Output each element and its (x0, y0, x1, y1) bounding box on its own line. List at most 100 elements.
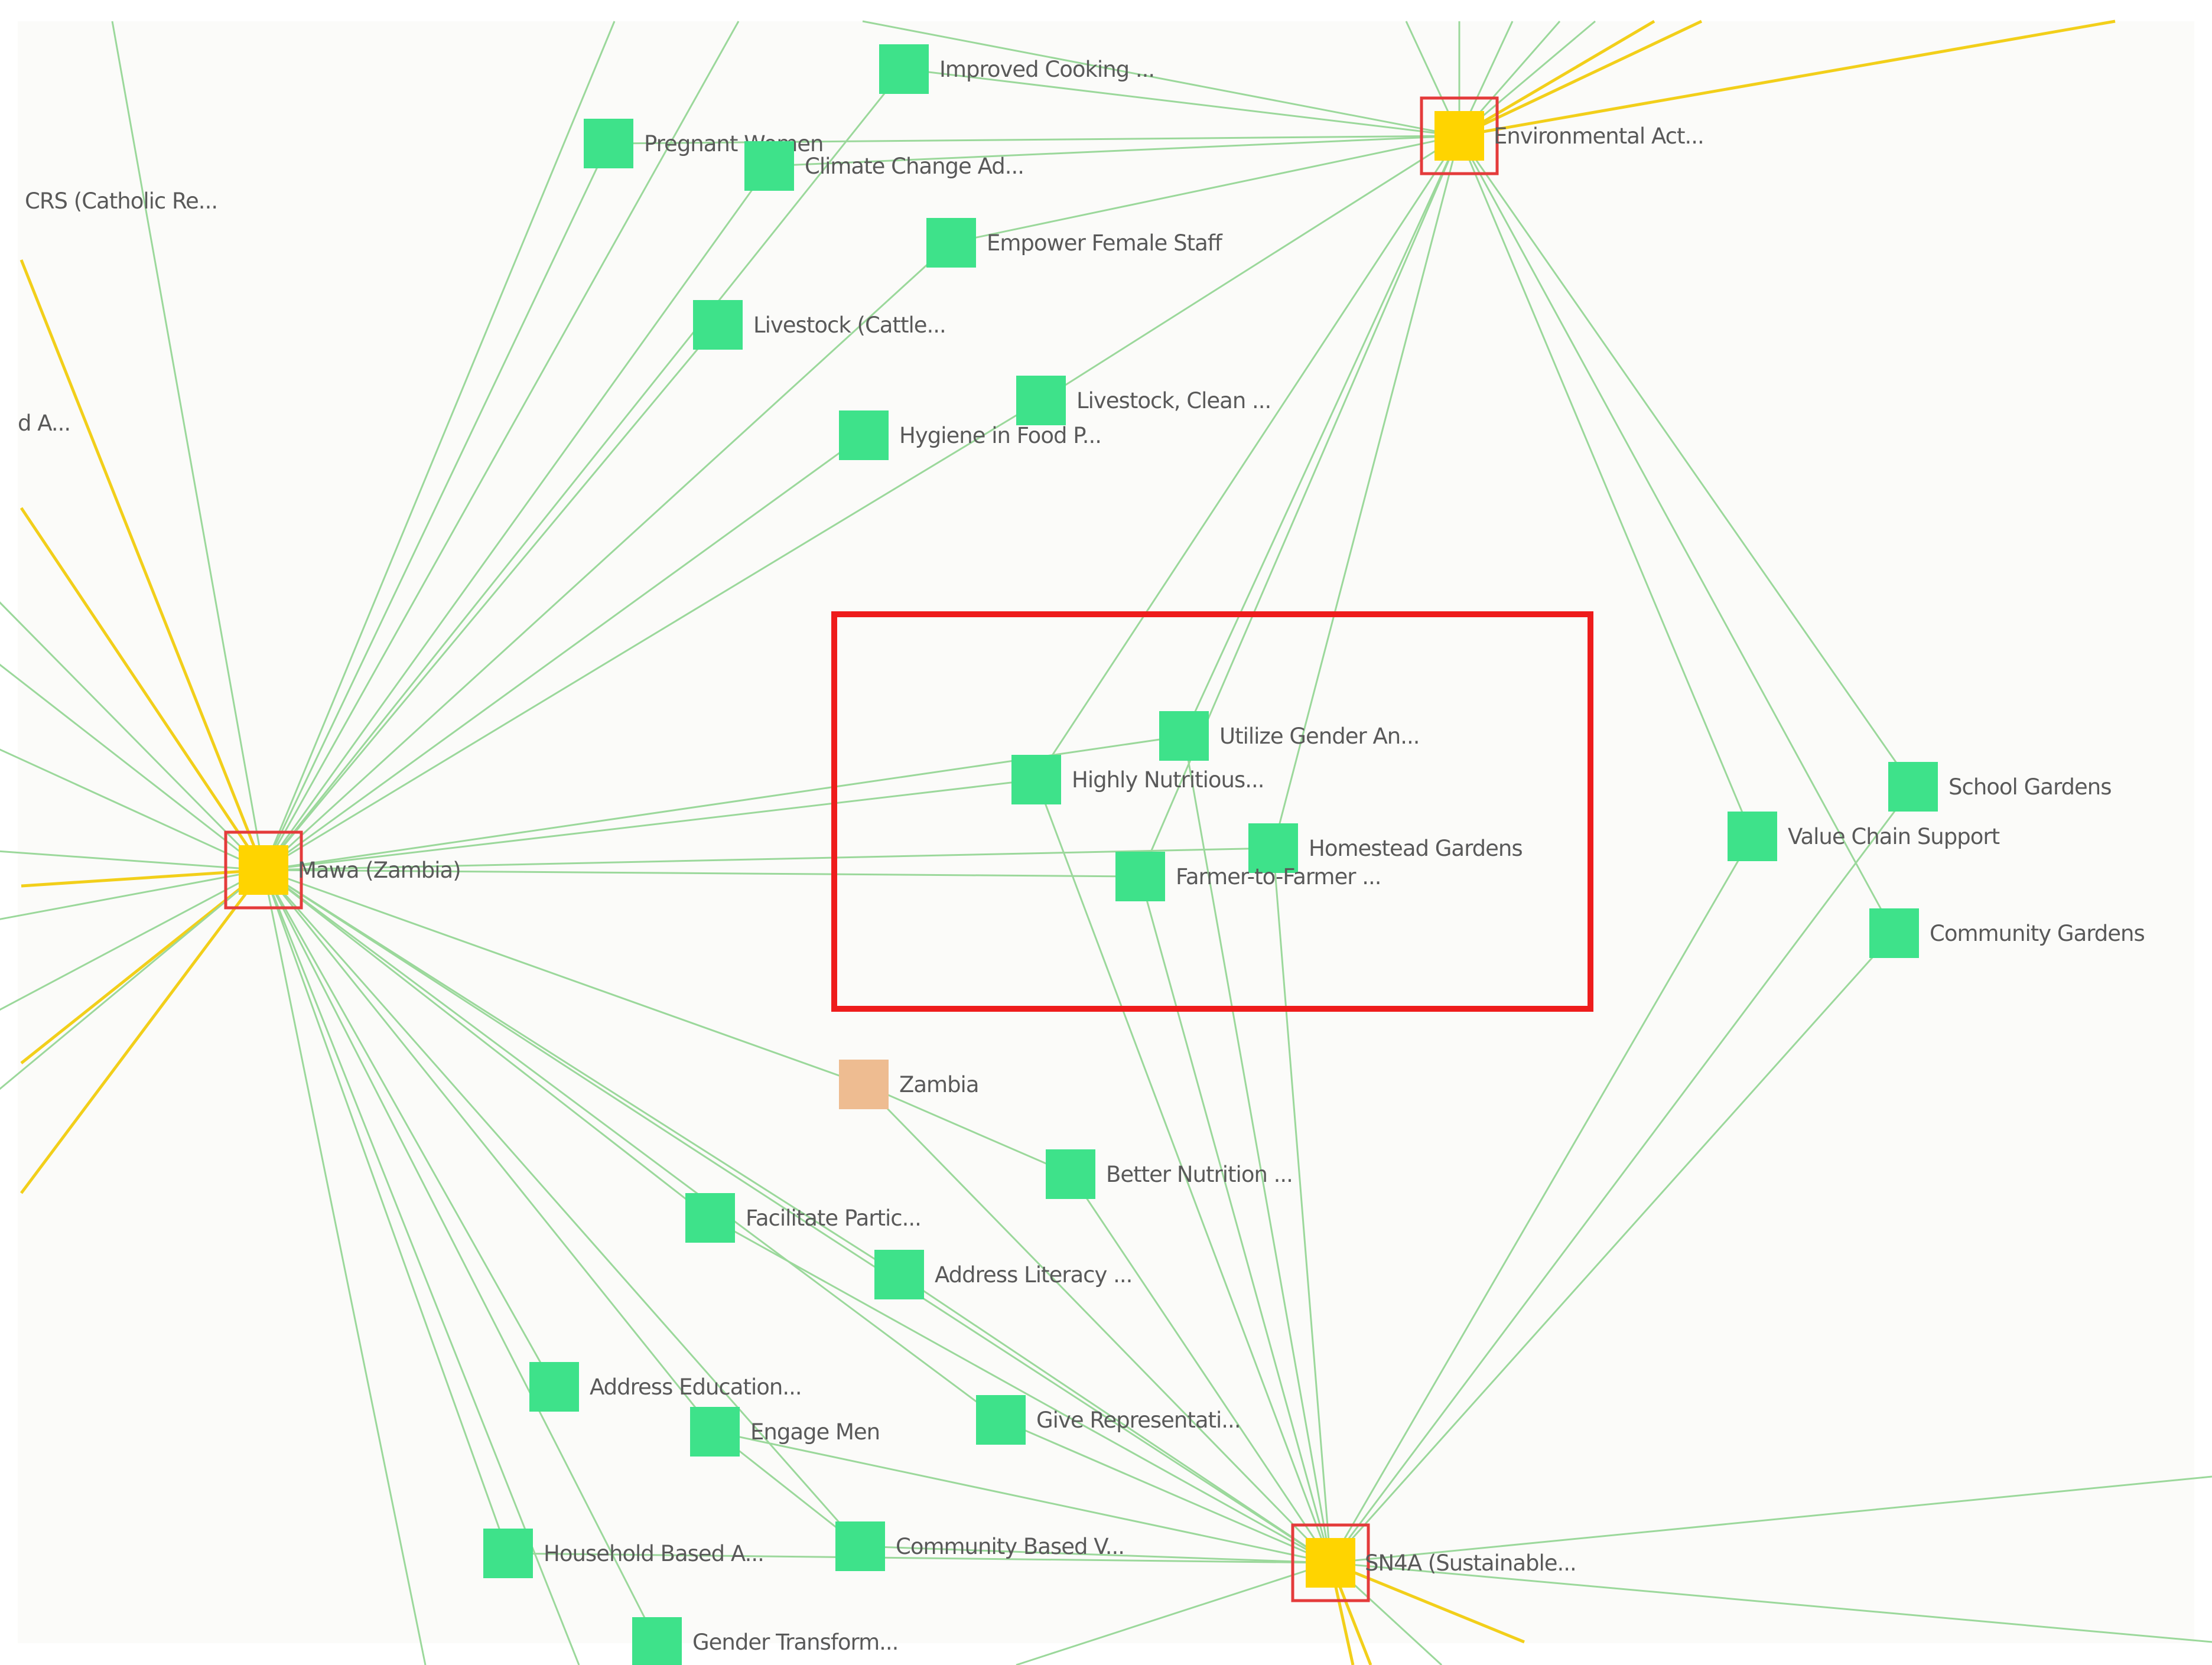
node-climate-change[interactable]: Climate Change Ad... (744, 141, 1024, 191)
topic-node-square[interactable] (926, 218, 976, 268)
edge-mawa-engage-men (262, 869, 716, 1432)
hub-node-square[interactable] (1306, 1538, 1355, 1588)
edge-sn4a-zambia (863, 1083, 1332, 1564)
edge-offscreen (262, 21, 616, 871)
node-sn4a[interactable]: SN4A (Sustainable... (1291, 1523, 1577, 1602)
topic-node-square[interactable] (632, 1617, 682, 1665)
edge-offscreen-strong (19, 259, 265, 871)
topic-node-square[interactable] (1248, 823, 1298, 873)
hub-frame (1291, 1523, 1370, 1602)
edge-mawa-address-education (262, 869, 555, 1387)
topic-node-square[interactable] (685, 1193, 735, 1243)
node-livestock-cattle[interactable]: Livestock (Cattle... (693, 300, 946, 350)
topic-node-square[interactable] (744, 141, 794, 191)
edge-mawa-gender-transform (262, 869, 658, 1643)
edge-mawa-address-literacy (263, 869, 900, 1276)
node-label: Highly Nutritious... (1072, 767, 1264, 793)
topic-node-square[interactable] (839, 410, 889, 460)
highlight-box (831, 611, 1593, 1012)
edge-environmental-act-empower-female-staff (951, 135, 1460, 244)
hub-node-square[interactable] (1434, 111, 1484, 161)
country-node-square[interactable] (839, 1060, 889, 1109)
topic-node-square[interactable] (1888, 762, 1938, 812)
topic-node-square[interactable] (874, 1250, 924, 1299)
edge-offscreen (0, 869, 264, 920)
node-farmer-to-farmer[interactable]: Farmer-to-Farmer ... (1115, 852, 1382, 901)
edge-sn4a-highly-nutritious (1035, 779, 1332, 1563)
edge-sn4a-homestead-gardens (1272, 848, 1332, 1563)
edge-offscreen-strong (19, 869, 265, 1194)
topic-node-square[interactable] (1159, 711, 1209, 761)
node-homestead-gardens[interactable]: Homestead Gardens (1248, 823, 1523, 873)
node-livestock-clean[interactable]: Livestock, Clean ... (1016, 376, 1271, 425)
node-hygiene-food[interactable]: Hygiene in Food P... (839, 410, 1102, 460)
edge-offscreen (111, 21, 265, 871)
node-label: Household Based A... (544, 1541, 764, 1566)
node-crs[interactable]: CRS (Catholic Re... (25, 188, 218, 214)
node-household-based[interactable]: Household Based A... (483, 1529, 765, 1578)
node-facilitate-partic[interactable]: Facilitate Partic... (685, 1193, 922, 1243)
node-label: Give Representati... (1036, 1407, 1241, 1433)
node-label: Better Nutrition ... (1106, 1162, 1293, 1187)
edge-sn4a-household-based (508, 1552, 1331, 1564)
edge-environmental-act-climate-change (769, 135, 1460, 167)
node-engage-men[interactable]: Engage Men (690, 1407, 880, 1457)
edge-environmental-act-school-gardens (1458, 135, 1914, 787)
topic-node-square[interactable] (879, 44, 929, 94)
node-zambia[interactable]: Zambia (839, 1060, 980, 1109)
topic-node-square[interactable] (529, 1362, 579, 1412)
topic-node-square[interactable] (1046, 1149, 1095, 1199)
node-address-literacy[interactable]: Address Literacy ... (874, 1250, 1133, 1299)
node-label: Environmental Act... (1494, 123, 1704, 149)
edge-offscreen-strong (1458, 19, 1703, 138)
node-utilize-gender[interactable]: Utilize Gender An... (1159, 711, 1420, 761)
edge-offscreen-strong (1458, 19, 1655, 138)
node-address-education[interactable]: Address Education... (529, 1362, 802, 1412)
edge-offscreen (0, 850, 264, 871)
node-label: Address Education... (590, 1374, 802, 1400)
node-label: Address Literacy ... (935, 1262, 1132, 1288)
edge-sn4a-better-nutrition (1069, 1174, 1332, 1563)
node-better-nutrition[interactable]: Better Nutrition ... (1046, 1149, 1293, 1199)
edge-environmental-act-improved-cooking (903, 68, 1460, 137)
node-give-representati[interactable]: Give Representati... (976, 1395, 1241, 1445)
node-label: Pregnant Women (644, 131, 823, 157)
node-highly-nutritious[interactable]: Highly Nutritious... (1011, 755, 1265, 804)
diagram-background (18, 21, 2194, 1643)
topic-node-square[interactable] (1011, 755, 1061, 804)
node-school-gardens[interactable]: School Gardens (1888, 762, 2112, 812)
edge-offscreen (1016, 1562, 1331, 1665)
topic-node-square[interactable] (1016, 376, 1066, 425)
node-label: Community Based V... (896, 1534, 1124, 1559)
node-ed-a[interactable]: d A... (18, 410, 71, 436)
node-label: Farmer-to-Farmer ... (1176, 864, 1381, 889)
hub-frame (1420, 96, 1499, 175)
topic-node-square[interactable] (690, 1407, 740, 1457)
node-community-based[interactable]: Community Based V... (835, 1521, 1125, 1571)
topic-node-square[interactable] (1869, 908, 1919, 958)
node-gender-transform[interactable]: Gender Transform... (632, 1617, 899, 1665)
node-label: Livestock (Cattle... (753, 312, 946, 338)
topic-node-square[interactable] (835, 1521, 885, 1571)
topic-node-square[interactable] (584, 119, 633, 168)
node-community-gardens[interactable]: Community Gardens (1869, 908, 2145, 958)
edge-offscreen-strong (19, 507, 265, 871)
hub-node-square[interactable] (239, 845, 288, 895)
topic-node-square[interactable] (483, 1529, 533, 1578)
node-environmental-act[interactable]: Environmental Act... (1420, 96, 1704, 175)
topic-node-square[interactable] (693, 300, 743, 350)
node-mawa[interactable]: Mawa (Zambia) (224, 830, 461, 910)
node-label: Empower Female Staff (987, 230, 1223, 256)
node-label: Livestock, Clean ... (1076, 388, 1271, 413)
node-value-chain[interactable]: Value Chain Support (1728, 812, 2000, 861)
edge-mawa-climate-change (262, 165, 770, 871)
topic-node-square[interactable] (1115, 852, 1165, 901)
edge-mawa-household-based (262, 869, 509, 1554)
node-label: CRS (Catholic Re... (25, 188, 217, 214)
node-improved-cooking[interactable]: Improved Cooking ... (879, 44, 1155, 94)
topic-node-square[interactable] (1728, 812, 1777, 861)
node-empower-female-staff[interactable]: Empower Female Staff (926, 218, 1224, 268)
topic-node-square[interactable] (976, 1395, 1026, 1445)
edge-sn4a-community-based (860, 1545, 1331, 1564)
